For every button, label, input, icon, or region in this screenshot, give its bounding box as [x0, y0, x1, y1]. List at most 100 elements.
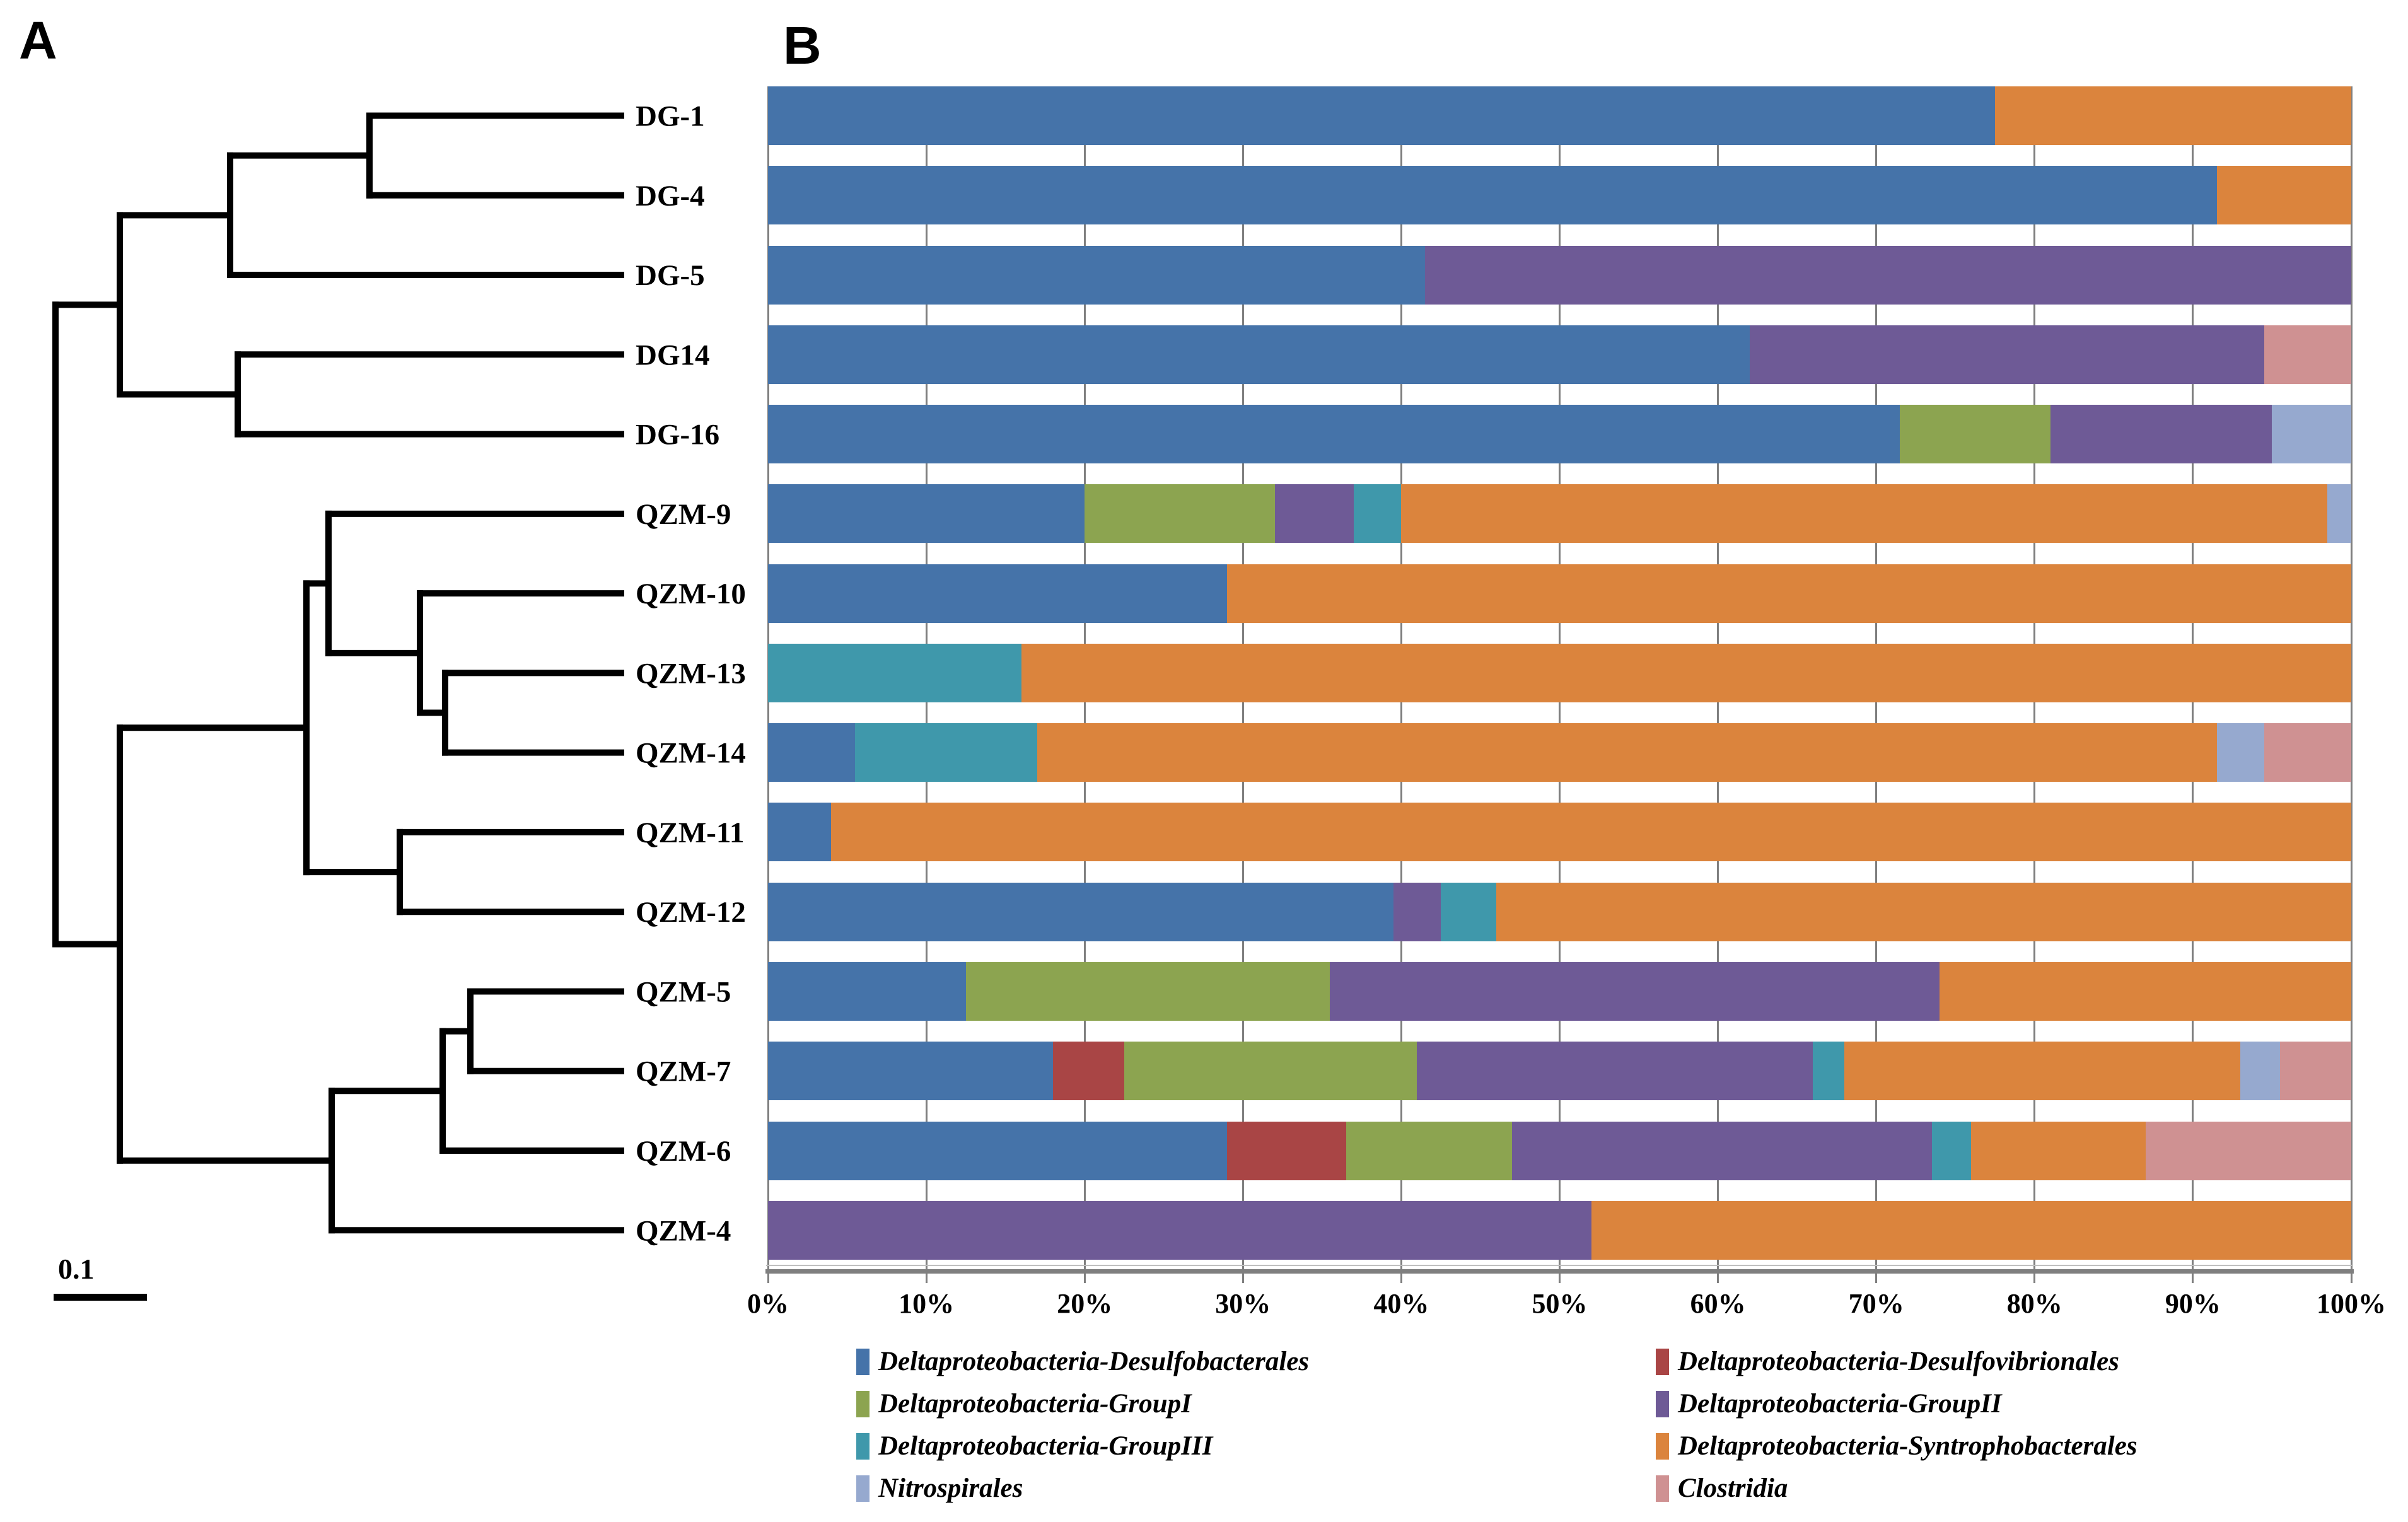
axis-tick-label: 10%	[899, 1288, 955, 1319]
bar-row-QZM-7	[768, 1042, 2351, 1101]
legend-item-Deltaproteobacteria-Syntrophobacterales: Deltaproteobacteria-Syntrophobacterales	[1656, 1425, 2408, 1467]
bar-row-DG-16	[768, 405, 2351, 464]
tree-leaf-label-QZM-7: QZM-7	[636, 1055, 731, 1088]
axis-tick	[1717, 1274, 1719, 1283]
legend-item-Deltaproteobacteria-Desulfovibrionales: Deltaproteobacteria-Desulfovibrionales	[1656, 1340, 2408, 1383]
panel-b-label: B	[783, 16, 822, 75]
bar-segment-DG14-Deltaproteobacteria-GroupII	[1749, 325, 2264, 384]
bar-segment-QZM-11-Deltaproteobacteria-Syntrophobacterales	[831, 803, 2351, 862]
bar-segment-QZM-7-Deltaproteobacteria-GroupIII	[1813, 1042, 1845, 1101]
bar-row-QZM-4	[768, 1200, 2351, 1260]
bar-segment-DG-5-Deltaproteobacteria-Desulfobacterales	[768, 245, 1426, 305]
bar-segment-QZM-12-Deltaproteobacteria-GroupIII	[1441, 882, 1497, 941]
bar-segment-QZM-4-Deltaproteobacteria-GroupII	[768, 1200, 1591, 1260]
tree-leaf-label-QZM-12: QZM-12	[636, 896, 746, 929]
axis-tick-label: 90%	[2165, 1288, 2221, 1319]
bar-segment-QZM-12-Deltaproteobacteria-GroupII	[1393, 882, 1441, 941]
axis-tick-label: 100%	[2317, 1288, 2386, 1319]
bar-segment-QZM-14-Clostridia	[2264, 723, 2351, 782]
bar-row-QZM-11	[768, 803, 2351, 862]
bar-segment-DG-5-Deltaproteobacteria-GroupII	[1425, 245, 2351, 305]
gridline-100%	[2350, 86, 2353, 1269]
bar-row-DG-1	[768, 86, 2351, 145]
bar-segment-QZM-6-Deltaproteobacteria-Desulfobacterales	[768, 1121, 1228, 1180]
legend-swatch-icon	[1656, 1348, 1669, 1375]
bar-segment-DG-16-Deltaproteobacteria-Desulfobacterales	[768, 405, 1900, 464]
legend-swatch-icon	[856, 1390, 870, 1417]
tree-leaf-label-DG14: DG14	[636, 339, 710, 371]
bar-segment-DG-16-Nitrospirales	[2272, 405, 2351, 464]
legend-swatch-icon	[856, 1432, 870, 1460]
axis-tick	[1559, 1274, 1561, 1283]
tree-leaf-label-QZM-10: QZM-10	[636, 578, 746, 610]
bar-segment-QZM-14-Deltaproteobacteria-Desulfobacterales	[768, 723, 856, 782]
bar-segment-DG-4-Deltaproteobacteria-Desulfobacterales	[768, 166, 2217, 225]
tree-leaf-label-QZM-5: QZM-5	[636, 975, 731, 1008]
legend-label: Nitrospirales	[878, 1473, 1023, 1503]
bar-segment-QZM-6-Clostridia	[2145, 1121, 2351, 1180]
plot-bottom-border	[766, 1265, 2353, 1266]
bar-segment-QZM-9-Nitrospirales	[2327, 484, 2351, 543]
bar-segment-QZM-5-Deltaproteobacteria-Desulfobacterales	[768, 961, 966, 1021]
tree-leaf-label-QZM-6: QZM-6	[636, 1135, 731, 1168]
scale-bar	[54, 1294, 147, 1301]
bar-segment-QZM-4-Deltaproteobacteria-Syntrophobacterales	[1591, 1200, 2351, 1260]
legend-label: Deltaproteobacteria-GroupII	[1678, 1389, 2002, 1419]
bar-segment-QZM-11-Deltaproteobacteria-Desulfobacterales	[768, 803, 832, 862]
tree-leaf-label-DG-4: DG-4	[636, 180, 705, 212]
axis-tick-label: 20%	[1057, 1288, 1113, 1319]
bar-segment-QZM-7-Deltaproteobacteria-GroupII	[1417, 1042, 1813, 1101]
bar-segment-QZM-10-Deltaproteobacteria-Syntrophobacterales	[1227, 564, 2351, 623]
bar-segment-QZM-7-Deltaproteobacteria-Desulfobacterales	[768, 1042, 1053, 1101]
bar-segment-QZM-7-Deltaproteobacteria-Desulfovibrionales	[1052, 1042, 1124, 1101]
axis-tick	[2350, 1274, 2353, 1283]
scale-bar-label: 0.1	[58, 1253, 95, 1285]
bar-segment-DG-16-Deltaproteobacteria-GroupII	[2050, 405, 2272, 464]
bar-segment-QZM-13-Deltaproteobacteria-Syntrophobacterales	[1021, 643, 2351, 702]
bar-segment-QZM-7-Deltaproteobacteria-GroupI	[1124, 1042, 1417, 1101]
legend-swatch-icon	[1656, 1432, 1669, 1460]
legend-swatch-icon	[856, 1348, 870, 1375]
bar-segment-QZM-6-Deltaproteobacteria-GroupI	[1346, 1121, 1513, 1180]
legend-item-Nitrospirales: Nitrospirales	[856, 1467, 1656, 1509]
bar-segment-DG14-Clostridia	[2264, 325, 2351, 384]
bar-segment-QZM-12-Deltaproteobacteria-Desulfobacterales	[768, 882, 1393, 941]
axis-tick	[1400, 1274, 1402, 1283]
bar-segment-DG-4-Deltaproteobacteria-Syntrophobacterales	[2216, 166, 2351, 225]
axis-tick-label: 70%	[1848, 1288, 1904, 1319]
bar-row-QZM-13	[768, 643, 2351, 702]
axis-tick-label: 40%	[1373, 1288, 1429, 1319]
legend-label: Deltaproteobacteria-GroupIII	[878, 1431, 1213, 1461]
bar-segment-QZM-9-Deltaproteobacteria-GroupII	[1274, 484, 1354, 543]
bar-segment-QZM-7-Deltaproteobacteria-Syntrophobacterales	[1844, 1042, 2241, 1101]
legend-label: Deltaproteobacteria-Desulfovibrionales	[1678, 1347, 2119, 1376]
bar-segment-QZM-6-Deltaproteobacteria-Desulfovibrionales	[1227, 1121, 1346, 1180]
legend-swatch-icon	[856, 1475, 870, 1502]
bar-row-DG-5	[768, 245, 2351, 305]
bar-segment-QZM-7-Nitrospirales	[2240, 1042, 2280, 1101]
legend-label: Clostridia	[1678, 1473, 1788, 1503]
bar-row-QZM-9	[768, 484, 2351, 543]
axis-tick	[767, 1274, 769, 1283]
bar-row-DG-4	[768, 166, 2351, 225]
tree-leaf-label-DG-1: DG-1	[636, 100, 705, 133]
tree-leaf-label-QZM-13: QZM-13	[636, 657, 746, 690]
bar-segment-QZM-14-Deltaproteobacteria-Syntrophobacterales	[1037, 723, 2217, 782]
bar-segment-QZM-6-Deltaproteobacteria-GroupII	[1512, 1121, 1932, 1180]
bar-row-QZM-10	[768, 564, 2351, 623]
bar-row-DG14	[768, 325, 2351, 384]
bar-segment-QZM-6-Deltaproteobacteria-Syntrophobacterales	[1971, 1121, 2146, 1180]
bar-row-QZM-12	[768, 882, 2351, 941]
bar-segment-QZM-5-Deltaproteobacteria-GroupII	[1330, 961, 1940, 1021]
bar-segment-QZM-9-Deltaproteobacteria-Desulfobacterales	[768, 484, 1085, 543]
tree-leaf-label-QZM-4: QZM-4	[636, 1214, 731, 1247]
bar-segment-QZM-12-Deltaproteobacteria-Syntrophobacterales	[1496, 882, 2351, 941]
legend-label: Deltaproteobacteria-Desulfobacterales	[878, 1347, 1310, 1376]
bar-segment-QZM-10-Deltaproteobacteria-Desulfobacterales	[768, 564, 1228, 623]
legend-swatch-icon	[1656, 1390, 1669, 1417]
legend-swatch-icon	[1656, 1475, 1669, 1502]
bar-segment-QZM-14-Deltaproteobacteria-GroupIII	[855, 723, 1037, 782]
x-axis-line	[765, 1269, 2354, 1274]
bar-segment-QZM-6-Deltaproteobacteria-GroupIII	[1931, 1121, 1972, 1180]
